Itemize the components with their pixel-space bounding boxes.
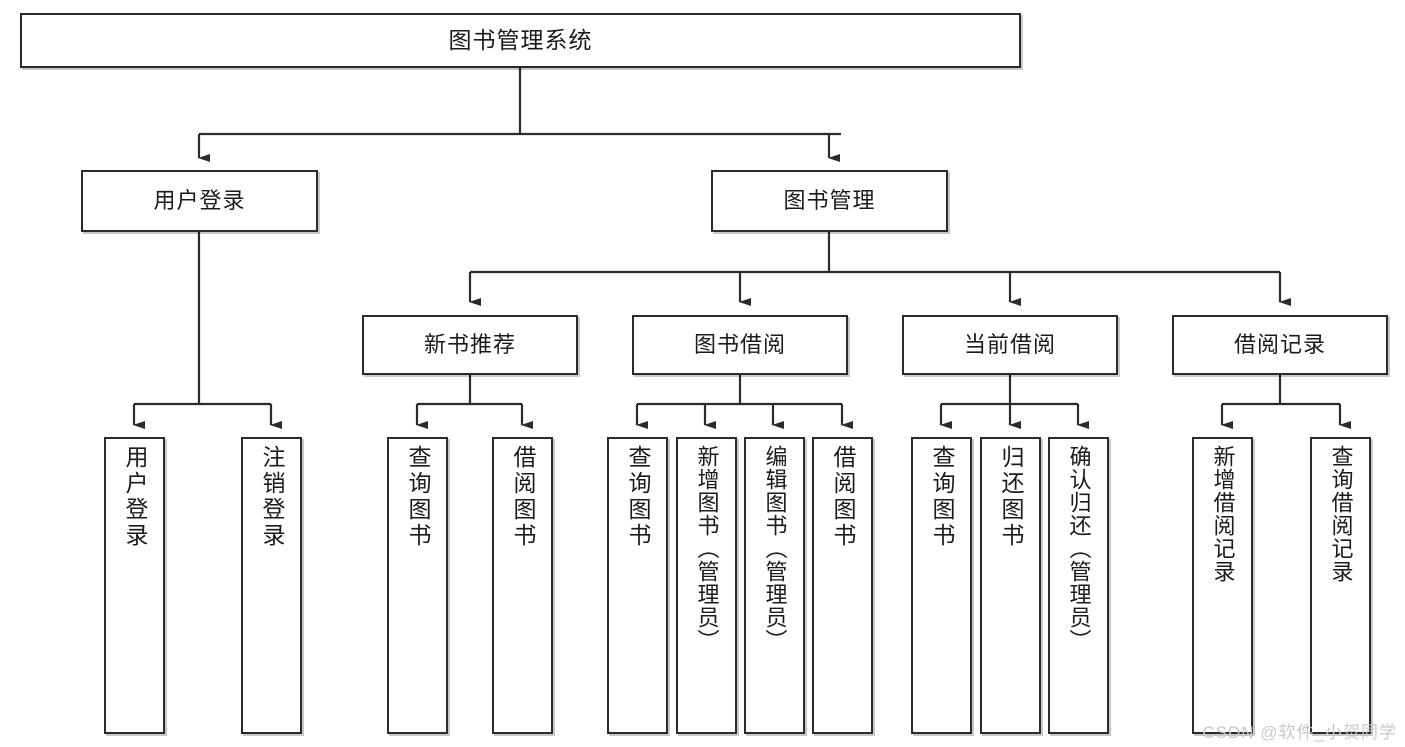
node-label: 查询图书 <box>625 445 651 549</box>
node-label: 图书借阅 <box>693 332 786 358</box>
node-label: 查询借阅记录 <box>1328 445 1354 583</box>
leaf-book-borrow-query[interactable]: 查询图书 <box>607 437 668 734</box>
leaf-book-borrow-add[interactable]: 新增图书（管理员） <box>676 437 737 734</box>
node-book-management[interactable]: 图书管理 <box>711 170 948 232</box>
node-borrow-record[interactable]: 借阅记录 <box>1172 315 1388 375</box>
node-label: 图书管理系统 <box>448 27 593 54</box>
node-label: 新书推荐 <box>423 332 516 358</box>
leaf-new-book-borrow[interactable]: 借阅图书 <box>492 437 553 734</box>
node-label: 注销登录 <box>259 445 285 549</box>
node-label: 归还图书 <box>998 445 1024 549</box>
node-new-book-recommend[interactable]: 新书推荐 <box>362 315 578 375</box>
node-label: 用户登录 <box>153 188 246 214</box>
leaf-user-login-logout[interactable]: 注销登录 <box>241 437 302 734</box>
leaf-book-borrow-edit[interactable]: 编辑图书（管理员） <box>744 437 805 734</box>
leaf-user-login-login[interactable]: 用户登录 <box>104 437 165 734</box>
node-label: 借阅图书 <box>830 445 856 549</box>
node-label: 查询图书 <box>929 445 955 549</box>
node-label: 用户登录 <box>122 445 148 549</box>
leaf-book-borrow-borrow[interactable]: 借阅图书 <box>812 437 873 734</box>
node-current-borrow[interactable]: 当前借阅 <box>902 315 1118 375</box>
leaf-new-book-query[interactable]: 查询图书 <box>387 437 448 734</box>
node-label: 编辑图书（管理员） <box>762 445 788 652</box>
node-root-system[interactable]: 图书管理系统 <box>20 13 1021 68</box>
leaf-current-borrow-return[interactable]: 归还图书 <box>980 437 1041 734</box>
node-book-borrow[interactable]: 图书借阅 <box>632 315 848 375</box>
node-label: 当前借阅 <box>963 332 1056 358</box>
leaf-borrow-record-query[interactable]: 查询借阅记录 <box>1310 437 1371 734</box>
node-label: 图书管理 <box>783 188 876 214</box>
watermark: CSDN @软件_小贺同学 <box>1202 723 1397 742</box>
leaf-current-borrow-confirm-return[interactable]: 确认归还（管理员） <box>1048 437 1109 734</box>
node-label: 借阅图书 <box>510 445 536 549</box>
node-user-login[interactable]: 用户登录 <box>81 170 318 232</box>
leaf-current-borrow-query[interactable]: 查询图书 <box>911 437 972 734</box>
node-label: 借阅记录 <box>1233 332 1326 358</box>
node-label: 查询图书 <box>405 445 431 549</box>
node-label: 新增图书（管理员） <box>694 445 720 652</box>
node-label: 确认归还（管理员） <box>1066 445 1092 652</box>
node-label: 新增借阅记录 <box>1210 445 1236 583</box>
leaf-borrow-record-add[interactable]: 新增借阅记录 <box>1192 437 1253 734</box>
